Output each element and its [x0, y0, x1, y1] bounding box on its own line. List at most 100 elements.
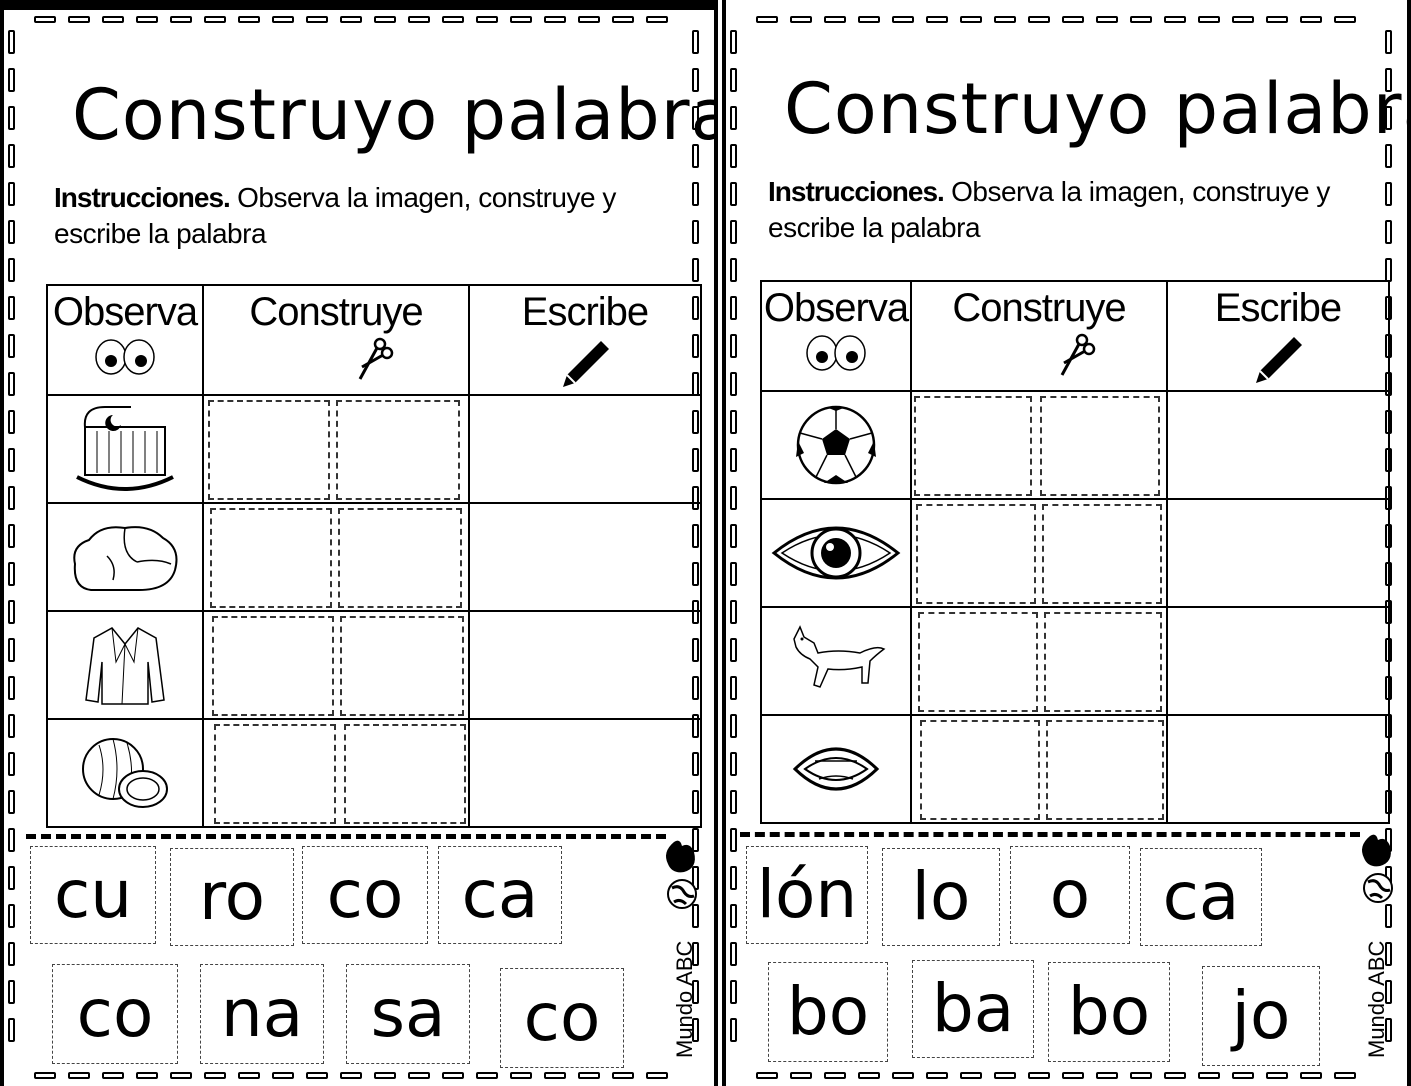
- border-dash: [692, 30, 699, 54]
- syllable-slot[interactable]: [208, 400, 330, 500]
- syllable-slot[interactable]: [1046, 720, 1164, 820]
- border-dash: [238, 16, 260, 23]
- border-dash: [1385, 942, 1392, 966]
- border-dash: [136, 1072, 158, 1079]
- write-cell[interactable]: [468, 502, 702, 612]
- write-cell[interactable]: [468, 718, 702, 828]
- syllable-card[interactable]: ba: [912, 960, 1034, 1058]
- page-title: Construyo palabras: [72, 74, 718, 156]
- syllable-slot[interactable]: [920, 720, 1040, 820]
- syllable-card[interactable]: lón: [746, 846, 868, 944]
- syllable-slot[interactable]: [914, 396, 1032, 496]
- border-dash: [756, 1072, 778, 1079]
- border-dash: [578, 16, 600, 23]
- border-dash: [8, 524, 15, 548]
- top-edge: [4, 0, 714, 10]
- border-dash: [730, 600, 737, 624]
- picture-cell: [760, 498, 912, 608]
- border-dash: [442, 1072, 464, 1079]
- border-dash: [692, 106, 699, 130]
- border-dash: [8, 448, 15, 472]
- picture-cell: [46, 502, 204, 612]
- border-dash: [692, 258, 699, 282]
- border-dash: [730, 106, 737, 130]
- write-cell[interactable]: [1166, 714, 1390, 824]
- border-dash: [1164, 16, 1186, 23]
- border-dash: [8, 980, 15, 1004]
- pencil-icon: [1256, 337, 1302, 383]
- write-cell[interactable]: [1166, 498, 1390, 608]
- syllable-card[interactable]: na: [200, 964, 324, 1064]
- syllable-card[interactable]: sa: [346, 964, 470, 1064]
- border-dash: [730, 562, 737, 586]
- syllable-card[interactable]: jo: [1202, 966, 1320, 1066]
- syllable-slot[interactable]: [214, 724, 336, 824]
- activity-table: Observa Construye Escribe: [46, 284, 702, 828]
- border-dash: [8, 600, 15, 624]
- header-build: Construye: [910, 280, 1168, 392]
- border-dash: [8, 904, 15, 928]
- border-dash: [544, 1072, 566, 1079]
- syllable-slot[interactable]: [338, 508, 462, 608]
- border-dash: [272, 16, 294, 23]
- border-dash: [68, 16, 90, 23]
- syllable-slot[interactable]: [336, 400, 460, 500]
- border-dash: [136, 16, 158, 23]
- write-cell[interactable]: [468, 610, 702, 720]
- syllable-card[interactable]: co: [52, 964, 178, 1064]
- border-dash: [8, 106, 15, 130]
- picture-cell: [46, 718, 204, 828]
- syllable-card[interactable]: bo: [768, 962, 888, 1062]
- border-dash: [960, 16, 982, 23]
- border-dash: [692, 904, 699, 928]
- border-dash: [824, 1072, 846, 1079]
- write-cell[interactable]: [1166, 606, 1390, 716]
- syllable-card[interactable]: lo: [882, 848, 1000, 946]
- border-dash: [612, 1072, 634, 1079]
- border-dash: [102, 1072, 124, 1079]
- syllable-slot[interactable]: [918, 612, 1038, 712]
- border-dash: [1385, 904, 1392, 928]
- syllable-slot[interactable]: [1040, 396, 1160, 496]
- syllable-card[interactable]: ca: [438, 846, 562, 944]
- border-dash: [824, 16, 846, 23]
- border-dash: [730, 220, 737, 244]
- border-dash: [8, 562, 15, 586]
- border-dash: [730, 828, 737, 852]
- border-dash: [8, 334, 15, 358]
- border-dash: [272, 1072, 294, 1079]
- border-dash: [8, 790, 15, 814]
- write-cell[interactable]: [468, 394, 702, 504]
- syllable-card[interactable]: ro: [170, 848, 294, 946]
- border-dash: [8, 828, 15, 852]
- border-dash: [692, 828, 699, 852]
- syllable-slot[interactable]: [1044, 612, 1162, 712]
- border-dash: [1028, 16, 1050, 23]
- write-cell[interactable]: [1166, 390, 1390, 500]
- border-dash: [926, 1072, 948, 1079]
- syllable-card[interactable]: co: [302, 846, 428, 944]
- syllable-slot[interactable]: [916, 504, 1036, 604]
- syllable-slot[interactable]: [212, 616, 334, 716]
- syllable-slot[interactable]: [340, 616, 464, 716]
- syllable-card[interactable]: cu: [30, 846, 156, 944]
- syllable-slot[interactable]: [344, 724, 466, 824]
- border-dash: [34, 16, 56, 23]
- syllable-card[interactable]: co: [500, 968, 624, 1068]
- build-cell: [202, 394, 470, 504]
- border-dash: [1300, 16, 1322, 23]
- border-dash: [1028, 1072, 1050, 1079]
- syllable-slot[interactable]: [210, 508, 332, 608]
- border-dash: [730, 524, 737, 548]
- cut-line: [740, 832, 1360, 837]
- border-dash: [374, 1072, 396, 1079]
- border-dash: [578, 1072, 600, 1079]
- syllable-card[interactable]: ca: [1140, 848, 1262, 946]
- border-dash: [204, 16, 226, 23]
- syllable-card[interactable]: bo: [1048, 962, 1170, 1062]
- syllable-card[interactable]: o: [1010, 846, 1130, 944]
- border-dash: [692, 182, 699, 206]
- syllable-slot[interactable]: [1042, 504, 1162, 604]
- picture-cell: [760, 390, 912, 500]
- border-dash: [1096, 16, 1118, 23]
